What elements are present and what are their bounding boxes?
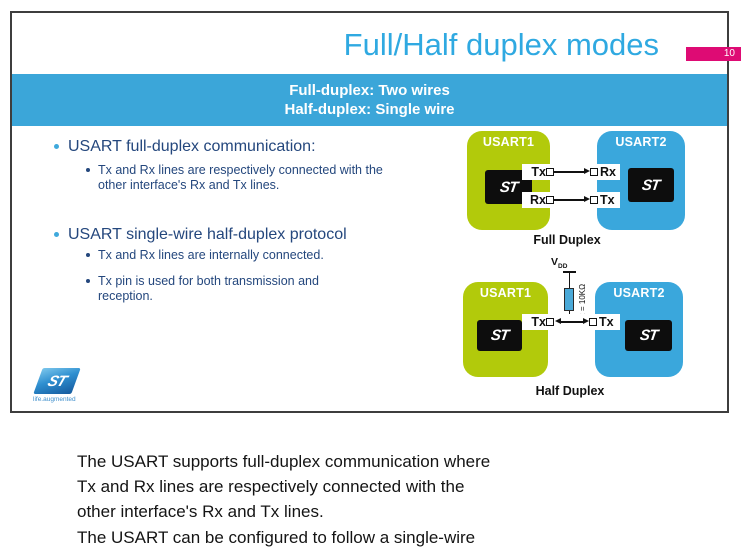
half-duplex-caption: Half Duplex [535, 384, 605, 398]
transcript-line-3: other interface's Rx and Tx lines. [77, 502, 324, 521]
subtitle-banner: Full-duplex: Two wires Half-duplex: Sing… [12, 74, 727, 126]
pin-label-tx: Tx [599, 315, 614, 329]
transcript-line-4: The USART can be configured to follow a … [77, 528, 476, 547]
sub-bullet-text: Tx pin is used for both transmission and… [98, 274, 319, 303]
full-duplex-wire-row-top: Tx Rx [522, 164, 620, 180]
usart2-label: USART2 [613, 286, 665, 300]
usart1-label: USART1 [479, 286, 532, 300]
signal-wire [554, 171, 586, 173]
pin-square-icon [546, 318, 554, 326]
pin-square-icon [590, 168, 598, 176]
bullet-dot-icon [86, 168, 90, 172]
st-chip-icon: ST [628, 168, 674, 202]
usart1-label: USART1 [482, 135, 535, 149]
sub-bullet-tx-pin: Tx pin is used for both transmission and… [86, 274, 366, 304]
page-number-badge: 10 [686, 47, 741, 61]
bullet-half-duplex: USART single-wire half-duplex protocol [54, 225, 474, 244]
pin-label-rx: Rx [600, 165, 616, 179]
st-chip-icon: ST [477, 320, 522, 351]
pin-square-icon [546, 168, 554, 176]
pullup-resistor-icon [564, 288, 574, 311]
bullet-text: USART single-wire half-duplex protocol [68, 226, 347, 243]
pin-label-tx: Tx [531, 315, 546, 329]
bullet-dot-icon [54, 144, 59, 149]
pin-label-tx: Tx [600, 193, 615, 207]
bullet-dot-icon [86, 253, 90, 257]
transcript-line-1: The USART supports full-duplex communica… [77, 452, 491, 471]
arrowhead-left-icon [554, 318, 561, 325]
transcript-line-2: Tx and Rx lines are respectively connect… [77, 477, 465, 496]
pin-square-icon [589, 318, 597, 326]
pin-square-icon [590, 196, 598, 204]
pin-label-tx: Tx [531, 165, 546, 179]
arrowhead-right-icon [582, 318, 589, 325]
vdd-label: VDD [551, 256, 568, 271]
pin-square-icon [546, 196, 554, 204]
sub-bullet-tx-rx-connected: Tx and Rx lines are respectively connect… [86, 163, 408, 193]
bullet-full-duplex: USART full-duplex communication: [54, 137, 454, 156]
bullet-dot-icon [86, 279, 90, 283]
slide-title: Full/Half duplex modes [343, 27, 659, 62]
half-duplex-wire-row: Tx Tx [522, 314, 620, 330]
banner-line-2: Half-duplex: Single wire [284, 101, 455, 118]
signal-wire [554, 199, 586, 201]
st-chip-icon: ST [625, 320, 672, 351]
pin-label-rx: Rx [530, 193, 546, 207]
banner-line-1: Full-duplex: Two wires [289, 82, 450, 99]
full-duplex-caption: Full Duplex [533, 233, 601, 247]
arrowhead-right-icon [583, 168, 590, 175]
signal-wire [559, 321, 585, 323]
usart2-label: USART2 [615, 135, 667, 149]
bullet-text: USART full-duplex communication: [68, 138, 316, 155]
sub-bullet-internally-connected: Tx and Rx lines are internally connected… [86, 248, 416, 263]
arrowhead-right-icon [583, 196, 590, 203]
full-duplex-wire-row-bottom: Rx Tx [522, 192, 620, 208]
bullet-dot-icon [54, 232, 59, 237]
sub-bullet-text: Tx and Rx lines are internally connected… [98, 248, 324, 262]
vdd-rail-icon [563, 271, 576, 273]
sub-bullet-text: Tx and Rx lines are respectively connect… [98, 163, 383, 192]
st-logo-tagline: life.augmented [33, 396, 76, 403]
